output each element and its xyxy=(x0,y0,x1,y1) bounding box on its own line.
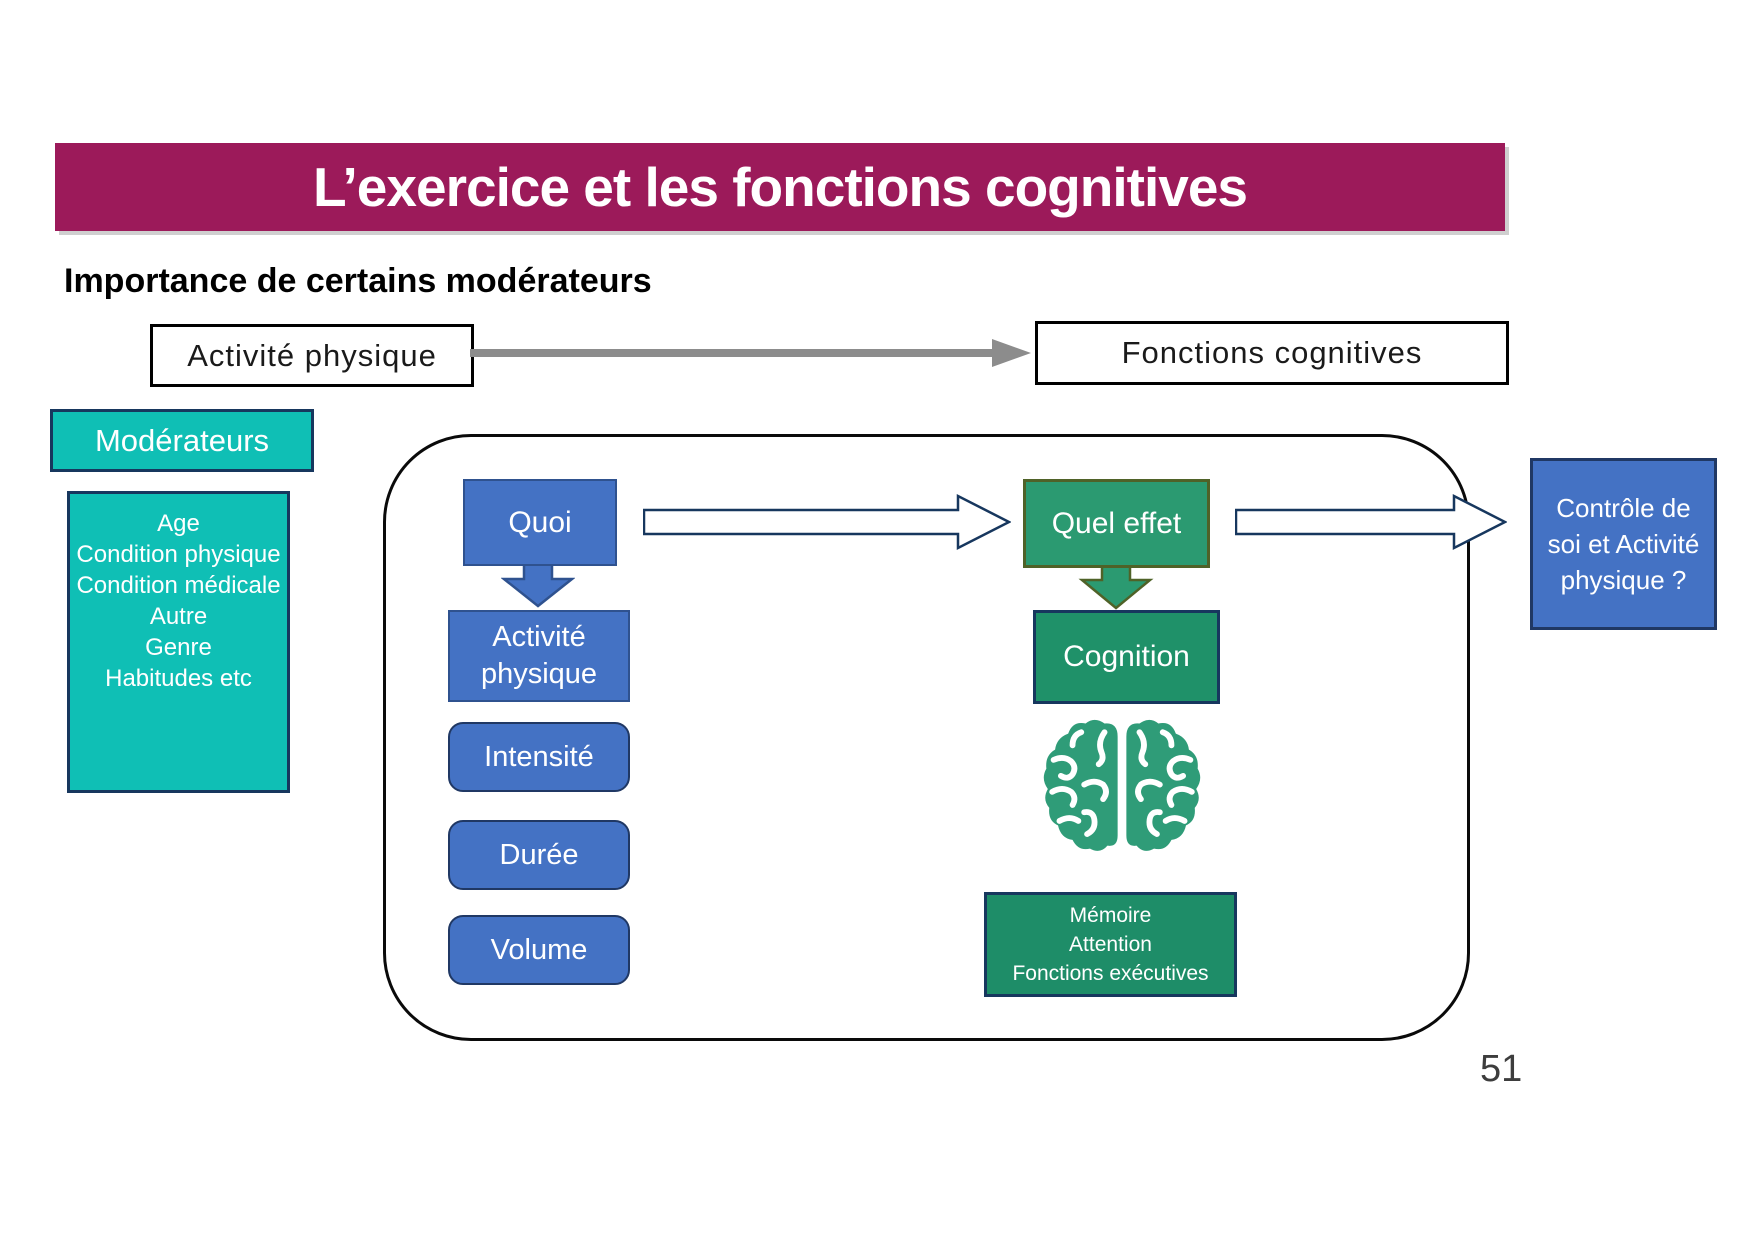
moderateurs-list-box: Age Condition physique Condition médical… xyxy=(67,491,290,793)
section-heading: Importance de certains modérateurs xyxy=(64,262,652,300)
moderateurs-header-box: Modérateurs xyxy=(50,409,314,472)
slide-title: L’exercice et les fonctions cognitives xyxy=(312,156,1248,218)
activite-physique-source-box: Activité physique xyxy=(150,324,474,387)
quoi-to-effet-arrow xyxy=(643,493,1011,551)
moderator-item: Condition physique xyxy=(76,541,281,568)
title-banner: L’exercice et les fonctions cognitives xyxy=(55,143,1505,231)
moderator-item: Age xyxy=(157,510,200,537)
effet-to-controle-arrow xyxy=(1235,493,1507,551)
quel-effet-box: Quel effet xyxy=(1023,479,1210,568)
moderator-item: Genre xyxy=(145,634,212,661)
cognitive-outcomes-box: Mémoire Attention Fonctions exécutives xyxy=(984,892,1237,997)
moderator-item: Condition médicale xyxy=(76,572,281,599)
cognition-box: Cognition xyxy=(1033,610,1220,704)
outcome-item: Fonctions exécutives xyxy=(1012,962,1209,985)
quoi-box: Quoi xyxy=(463,479,617,566)
page-number: 51 xyxy=(1480,1048,1523,1090)
intensite-box: Intensité xyxy=(448,722,630,792)
diagram-container xyxy=(383,434,1470,1041)
moderator-item: Habitudes etc xyxy=(105,665,252,692)
controle-box: Contrôle de soi et Activité physique ? xyxy=(1530,458,1717,630)
activity-to-cognition-arrow xyxy=(470,339,1031,367)
volume-box: Volume xyxy=(448,915,630,985)
outcome-item: Mémoire xyxy=(1069,904,1152,927)
moderator-item: Autre xyxy=(149,603,208,630)
activite-physique-box: Activité physique xyxy=(448,610,630,702)
brain-icon xyxy=(1042,710,1202,865)
outcome-item: Attention xyxy=(1069,933,1152,956)
fonctions-cognitives-box: Fonctions cognitives xyxy=(1035,321,1509,385)
duree-box: Durée xyxy=(448,820,630,890)
